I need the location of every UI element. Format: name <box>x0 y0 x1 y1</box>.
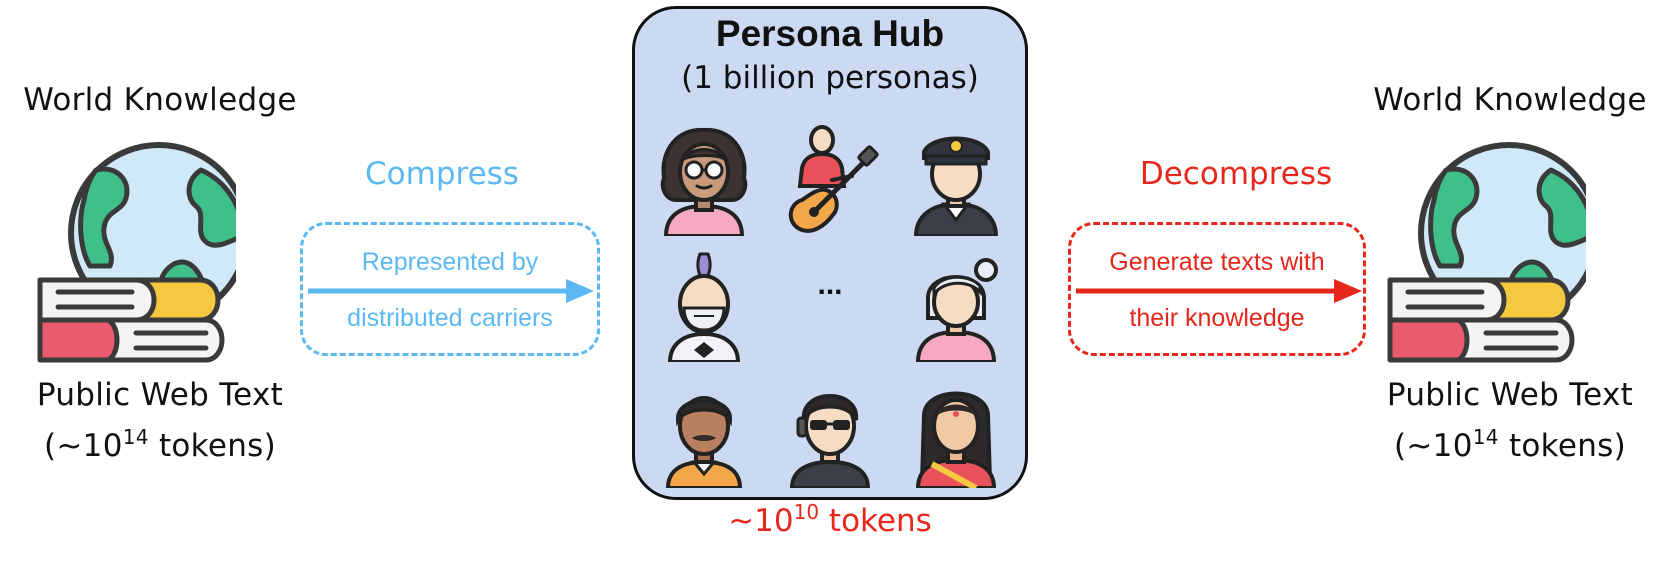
guitarist-icon <box>778 124 882 236</box>
right-world-knowledge-label: World Knowledge <box>1373 82 1647 118</box>
right-token-count: (~1014 tokens) <box>1394 425 1626 464</box>
hub-token-count: ~1010 tokens <box>728 500 932 539</box>
compress-box <box>300 222 600 356</box>
decompress-arrow <box>1074 276 1364 306</box>
right-public-web-text-label: Public Web Text (~1014 tokens) <box>1340 374 1658 467</box>
left-globe-books-icon <box>36 140 236 368</box>
left-token-count: (~1014 tokens) <box>44 425 276 464</box>
punk-masked-person-icon <box>652 250 756 362</box>
saree-woman-icon <box>904 376 1008 488</box>
decompress-line2: their knowledge <box>1129 304 1305 332</box>
compress-line1: Represented by <box>361 248 539 276</box>
compress-arrow <box>306 276 596 306</box>
left-world-knowledge-label: World Knowledge <box>23 82 297 118</box>
gray-haired-woman-icon <box>904 250 1008 362</box>
right-globe-books-icon <box>1386 140 1586 368</box>
sunglasses-headset-man-icon <box>778 376 882 488</box>
compress-line2: distributed carriers <box>347 304 553 332</box>
persona-ellipsis: ... <box>817 268 843 301</box>
left-public-web-text-line1: Public Web Text <box>36 377 284 413</box>
persona-hub-title: Persona Hub <box>715 13 945 54</box>
decompress-title: Decompress <box>1139 156 1333 192</box>
right-public-web-text-line1: Public Web Text <box>1386 377 1634 413</box>
decompress-line1: Generate texts with <box>1109 248 1325 276</box>
police-officer-icon <box>904 124 1008 236</box>
decompress-box <box>1068 222 1366 356</box>
persona-hub-subtitle: (1 billion personas) <box>681 60 979 96</box>
compress-title: Compress <box>365 156 519 192</box>
left-public-web-text-label: Public Web Text (~1014 tokens) <box>0 374 330 467</box>
mustached-man-icon <box>652 376 756 488</box>
curly-hair-glasses-woman-icon <box>652 124 756 236</box>
